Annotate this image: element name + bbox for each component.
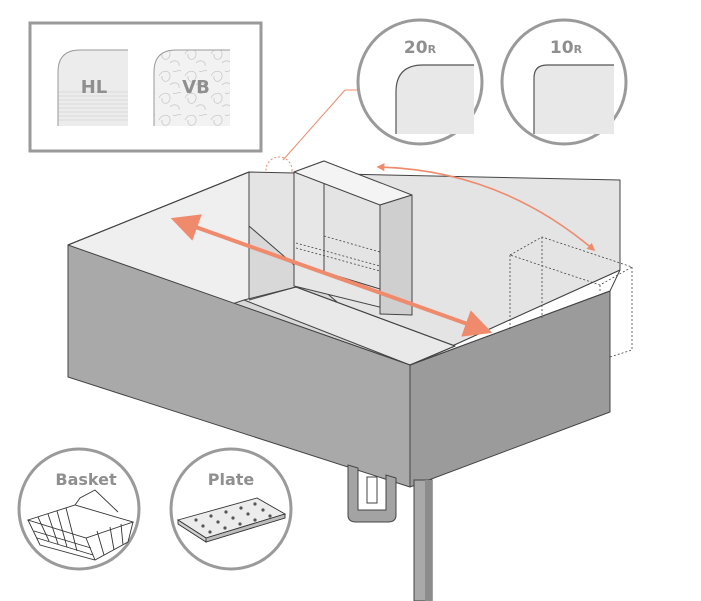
callout-leader-line — [282, 89, 346, 161]
accessory-basket: Basket — [17, 447, 141, 571]
svg-text:10R: 10R — [550, 38, 583, 58]
finish-sample-hl-label: HL — [81, 77, 108, 98]
width-dimension-arrow — [170, 214, 493, 337]
accessory-basket-label: Basket — [55, 470, 117, 489]
drainboard-swing-arrow — [376, 163, 596, 252]
svg-text:20R: 20R — [404, 38, 437, 58]
corner-radius-20r-suffix: R — [428, 43, 437, 56]
accessory-plate-label: Plate — [208, 470, 255, 489]
accessory-plate: Plate — [169, 447, 293, 571]
sink-leg — [413, 479, 433, 601]
corner-radius-20r-number: 20 — [404, 38, 428, 58]
finish-sample-vb: VB — [153, 49, 230, 126]
finish-samples-panel: HL VB — [28, 21, 263, 153]
corner-radius-10r-suffix: R — [574, 43, 583, 56]
perforated-plate-icon — [176, 497, 287, 543]
finish-sample-vb-label: VB — [182, 77, 210, 98]
corner-radius-20r: 20R — [356, 18, 484, 146]
finish-sample-hl: HL — [57, 49, 128, 126]
corner-radius-10r: 10R — [500, 18, 628, 146]
basket-icon — [26, 489, 135, 561]
sink-bracket — [347, 464, 397, 523]
corner-radius-10r-number: 10 — [550, 38, 574, 58]
